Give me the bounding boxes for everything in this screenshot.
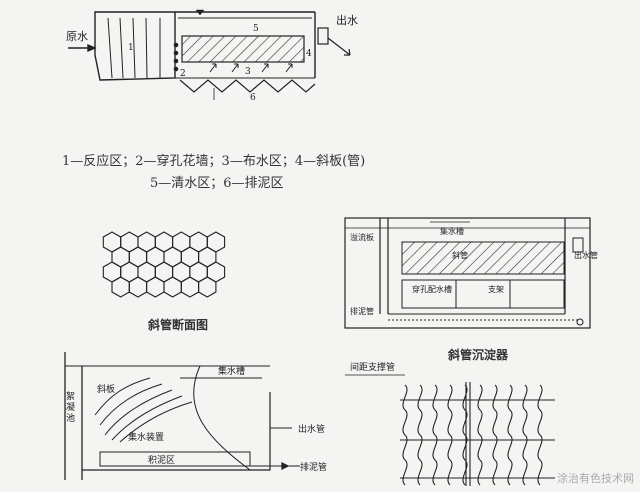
zone-label-5: 5 (253, 24, 259, 34)
hex-cell (111, 276, 130, 298)
hex-caption: 斜管断面图 (148, 318, 209, 332)
legend-line-2: 5—清水区；6—排泥区 (150, 176, 284, 191)
inclined-plates (181, 35, 305, 63)
tube-settler-diagram (344, 217, 591, 329)
support-label: 支架 (488, 284, 504, 294)
tube-wave (477, 384, 483, 486)
tube-wave (447, 384, 453, 486)
tube-settler-labels: 集水槽 溢流板 斜管 穿孔配水槽 支架 排泥管 出水管 (350, 226, 598, 316)
bottom-tank-labels: 斜板 集水槽 集水装置 积泥区 出水管 排泥管 (97, 365, 327, 473)
hex-cell (180, 276, 200, 298)
legend-line-1: 1—反应区；2—穿孔花墙；3—布水区；4—斜板(管) (62, 154, 366, 169)
bottom-tank-diagram (64, 352, 300, 480)
settler-caption: 斜管沉淀器 (448, 348, 509, 362)
flocculation-label: 絮凝池 (66, 392, 76, 424)
support-pipe-labels: 间距支撑管 (350, 361, 395, 373)
overflow-label: 溢流板 (350, 232, 374, 242)
collector-label: 集水槽 (440, 226, 464, 236)
zone-label-2: 2 (180, 69, 186, 79)
hex-cell (146, 276, 165, 298)
tube-wave (492, 384, 498, 486)
tube-wave (507, 384, 513, 486)
sludge-zone-label: 积泥区 (148, 454, 175, 466)
perforated-label: 穿孔配水槽 (412, 284, 452, 294)
tube-wave (402, 384, 408, 486)
hex-cell (163, 276, 182, 298)
hex-cell (128, 276, 148, 298)
tube-wave (462, 384, 468, 486)
tube-wave (432, 384, 438, 486)
top-settler-diagram (68, 9, 351, 100)
top-diagram-labels: 原水 出水 1 2 3 4 5 6 (66, 13, 358, 103)
zone-label-1: 1 (128, 43, 134, 53)
zone-label-4: 4 (306, 49, 312, 59)
tube-wave (537, 384, 543, 486)
zone-label-3: 3 (245, 67, 251, 77)
tube-wave (522, 384, 528, 486)
outlet-pipe-bottom-label: 出水管 (298, 423, 325, 435)
hex-cell (198, 276, 217, 298)
sludge-pipe-bottom-label: 排泥管 (300, 461, 327, 473)
hex-tube-cross-section (102, 231, 226, 298)
zone-label-6: 6 (250, 93, 256, 103)
outlet-label: 出水 (336, 13, 358, 27)
raw-water-label: 原水 (66, 30, 88, 43)
support-pipe-label: 间距支撑管 (350, 361, 395, 373)
outlet-pipe-label: 出水管 (574, 250, 598, 260)
watermark: 涂治有色技术网 (557, 472, 634, 485)
collection-device-label: 集水装置 (128, 431, 164, 443)
collector-trough-label: 集水槽 (218, 365, 245, 377)
tube-wave (417, 384, 423, 486)
sludge-pipe-label: 排泥管 (350, 306, 374, 316)
plate-label: 斜板 (97, 383, 115, 395)
support-pipe-diagram (345, 374, 555, 486)
tubes-label: 斜管 (452, 250, 468, 260)
